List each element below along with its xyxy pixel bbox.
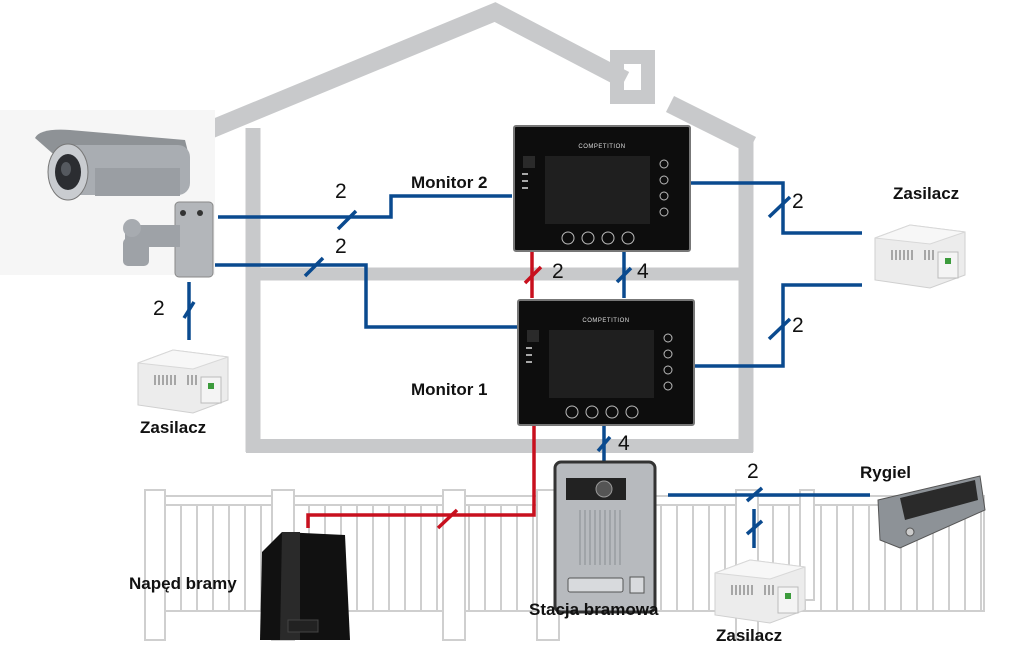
label-psu-lock: Zasilacz — [716, 626, 783, 645]
label-psu-monitors: Zasilacz — [893, 184, 960, 203]
blue-wires — [182, 181, 870, 548]
power-supply-icon — [714, 559, 806, 624]
gate-motor-icon — [260, 532, 350, 640]
monitor-1: COMPETITION — [517, 299, 695, 426]
wire-camera-monitor1 — [214, 263, 517, 329]
power-supply-icon — [874, 224, 966, 289]
wire-count: 2 — [335, 180, 347, 203]
label-lock: Rygiel — [860, 463, 912, 482]
wire-monitor1-gatemotor — [306, 424, 536, 528]
wire-count: 2 — [335, 235, 347, 258]
cctv-camera-icon — [0, 110, 215, 278]
wire-monitor2-psu — [688, 181, 862, 235]
house-outline — [186, 2, 757, 453]
wire-count: 2 — [792, 314, 804, 337]
label-door-station: Stacja bramowa — [529, 600, 659, 619]
wire-count: 4 — [637, 260, 649, 283]
red-wires — [306, 252, 543, 530]
wire-count: 2 — [792, 190, 804, 213]
power-supply-icon — [137, 349, 229, 414]
label-psu-camera: Zasilacz — [140, 418, 207, 437]
monitor-brand: COMPETITION — [578, 144, 625, 150]
wire-count: 2 — [153, 297, 165, 320]
wire-camera-monitor2 — [218, 194, 512, 219]
wire-count: 4 — [618, 432, 630, 455]
wire-monitor1-psu — [693, 283, 862, 368]
wire-count: 2 — [747, 460, 759, 483]
electric-strike-icon — [877, 475, 986, 549]
wire-count: 2 — [552, 260, 564, 283]
label-monitor-1: Monitor 1 — [411, 380, 488, 399]
door-station-icon — [553, 460, 657, 614]
monitor-2: COMPETITION — [513, 125, 691, 252]
monitor-brand: COMPETITION — [582, 318, 629, 324]
label-monitor-2: Monitor 2 — [411, 173, 488, 192]
label-gate-motor: Napęd bramy — [129, 574, 237, 593]
